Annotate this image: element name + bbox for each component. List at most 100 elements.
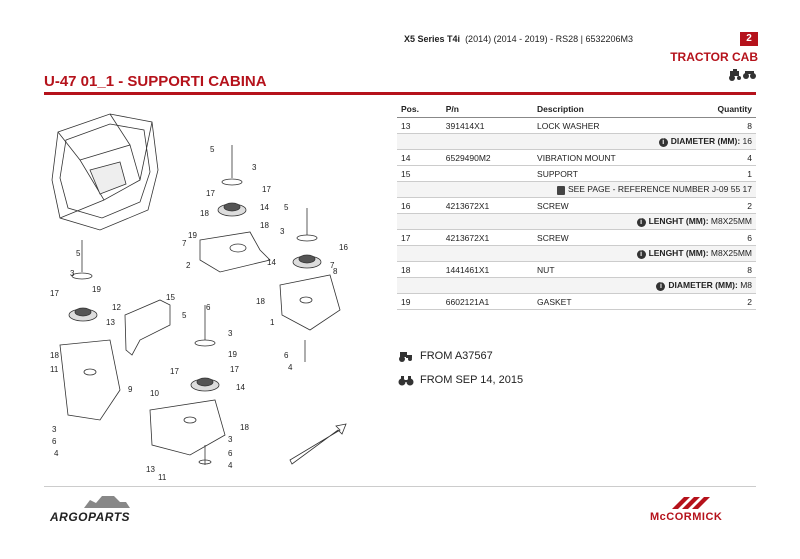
- callout-label: 2: [186, 261, 191, 270]
- from-serial-text: FROM A37567: [420, 350, 493, 362]
- table-row[interactable]: 17 4213672X1 SCREW 6: [397, 229, 756, 246]
- section-title: TRACTOR CAB: [670, 50, 758, 64]
- col-pn: P/n: [441, 101, 534, 118]
- mccormick-logo: McCORMICK: [650, 511, 723, 523]
- callout-label: 3: [228, 329, 233, 338]
- row-desc: GASKET: [533, 293, 683, 310]
- callout-label: 17: [206, 189, 215, 198]
- callout-label: 1: [270, 318, 275, 327]
- row-note[interactable]: SEE PAGE - REFERENCE NUMBER J-09 55 17: [397, 181, 756, 198]
- callout-label: 14: [236, 383, 245, 392]
- note-value: M8X25MM: [708, 248, 752, 259]
- note-key: LENGHT (MM):: [648, 216, 709, 227]
- callout-label: 4: [288, 363, 293, 372]
- row-desc: SUPPORT: [533, 165, 683, 182]
- row-pn: 6529490M2: [441, 149, 534, 166]
- col-pos: Pos.: [397, 101, 442, 118]
- tractor-icon: [728, 68, 756, 86]
- table-row[interactable]: 18 1441461X1 NUT 8: [397, 261, 756, 278]
- col-qty: Quantity: [682, 101, 756, 118]
- table-header-row: Pos. P/n Description Quantity: [397, 101, 756, 118]
- page-reference-icon: [556, 185, 565, 195]
- callout-label: 12: [112, 303, 121, 312]
- callout-label: 17: [170, 367, 179, 376]
- row-qty: 2: [682, 197, 756, 214]
- callout-label: 3: [252, 163, 257, 172]
- info-icon: i: [636, 217, 646, 227]
- callout-label: 18: [200, 209, 209, 218]
- row-pn: [441, 165, 534, 182]
- from-date-text: FROM SEP 14, 2015: [420, 374, 524, 386]
- callout-label: 5: [76, 249, 81, 258]
- mccormick-logo-icon: [672, 497, 710, 509]
- callout-label: 14: [267, 258, 276, 267]
- callout-label: 16: [339, 243, 348, 252]
- page-number-badge: 2: [740, 32, 758, 46]
- callout-label: 19: [188, 231, 197, 240]
- footer-divider: [44, 486, 756, 487]
- table-note-row[interactable]: SEE PAGE - REFERENCE NUMBER J-09 55 17: [397, 181, 756, 198]
- row-pos: 15: [397, 165, 442, 182]
- callout-label: 4: [228, 461, 233, 470]
- callout-label: 11: [50, 365, 59, 374]
- page-title: U-47 01_1 - SUPPORTI CABINA: [44, 73, 267, 90]
- row-pos: 16: [397, 197, 442, 214]
- row-qty: 1: [682, 165, 756, 182]
- table-row[interactable]: 16 4213672X1 SCREW 2: [397, 197, 756, 214]
- row-pos: 13: [397, 117, 442, 134]
- row-desc: LOCK WASHER: [533, 117, 683, 134]
- note-key: LENGHT (MM):: [648, 248, 709, 259]
- note-key: DIAMETER (MM):: [668, 280, 738, 291]
- parts-table: Pos. P/n Description Quantity 13 391414X…: [397, 101, 756, 310]
- row-qty: 8: [682, 261, 756, 278]
- callout-label: 5: [284, 203, 289, 212]
- callout-label: 5: [210, 145, 215, 154]
- callout-label: 7: [182, 239, 187, 248]
- argoparts-logo: ARGOPARTS: [50, 510, 131, 524]
- callout-label: 6: [284, 351, 289, 360]
- info-icon: i: [658, 137, 668, 147]
- callout-label: 17: [50, 289, 59, 298]
- model-details: (2014) (2014 - 2019) - RS28 | 6532206M3: [465, 34, 634, 44]
- row-desc: SCREW: [533, 229, 683, 246]
- callout-label: 14: [260, 203, 269, 212]
- callout-label: 3: [52, 425, 57, 434]
- callout-label: 15: [166, 293, 175, 302]
- argo-logo-icon: [84, 496, 130, 508]
- row-desc: SCREW: [533, 197, 683, 214]
- callout-label: 18: [260, 221, 269, 230]
- callout-label: 17: [230, 365, 239, 374]
- table-row[interactable]: 15 SUPPORT 1: [397, 165, 756, 182]
- row-pn: 391414X1: [441, 117, 534, 134]
- table-row[interactable]: 14 6529490M2 VIBRATION MOUNT 4: [397, 149, 756, 166]
- page-reference-link[interactable]: SEE PAGE - REFERENCE NUMBER J-09 55 17: [567, 184, 752, 195]
- callout-label: 19: [228, 350, 237, 359]
- callout-label: 19: [92, 285, 101, 294]
- row-pn: 6602121A1: [441, 293, 534, 310]
- callout-label: 13: [146, 465, 155, 474]
- callout-label: 11: [158, 473, 167, 482]
- row-qty: 2: [682, 293, 756, 310]
- callout-label: 7: [330, 261, 335, 270]
- row-pos: 17: [397, 229, 442, 246]
- tractor-icon: [399, 351, 412, 362]
- table-row[interactable]: 13 391414X1 LOCK WASHER 8: [397, 117, 756, 134]
- applicability-serial: FROM A37567: [398, 350, 493, 362]
- binoculars-icon: [398, 375, 414, 385]
- row-desc: NUT: [533, 261, 683, 278]
- table-row[interactable]: 19 6602121A1 GASKET 2: [397, 293, 756, 310]
- row-qty: 8: [682, 117, 756, 134]
- model-name: X5 Series T4i: [404, 34, 461, 44]
- row-qty: 6: [682, 229, 756, 246]
- callout-label: 6: [228, 449, 233, 458]
- callout-label: 6: [52, 437, 57, 446]
- callout-label: 18: [240, 423, 249, 432]
